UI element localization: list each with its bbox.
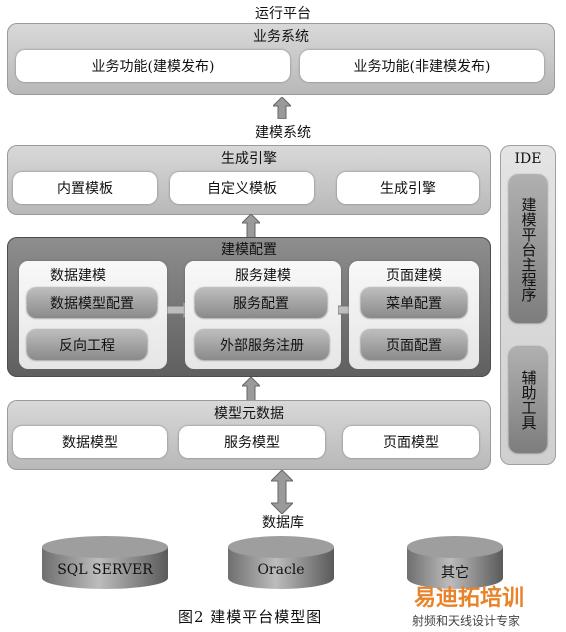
up-arrow-icon xyxy=(242,214,260,240)
service-config-box: 服务配置 xyxy=(195,288,327,318)
custom-template-box: 自定义模板 xyxy=(170,172,314,204)
modeling-platform-main-program-box: 建模平台主程序 xyxy=(509,175,547,323)
up-arrow-icon xyxy=(273,97,291,119)
modeling-config-panel: 建模配置 数据建模 数据模型配置 反向工程 服务建模 服务配置 外部服务注册 页… xyxy=(7,237,491,377)
business-function-non-modeling-box: 业务功能(非建模发布) xyxy=(300,50,544,82)
business-function-modeling-box: 业务功能(建模发布) xyxy=(16,50,290,82)
database-cylinder-icon xyxy=(42,536,168,589)
service-modeling-title: 服务建模 xyxy=(235,268,291,284)
data-model-box: 数据模型 xyxy=(13,426,167,458)
business-system-panel: 业务系统 业务功能(建模发布) 业务功能(非建模发布) xyxy=(7,23,555,95)
external-service-registration-box: 外部服务注册 xyxy=(195,330,329,360)
model-metadata-title: 模型元数据 xyxy=(214,406,284,422)
data-model-config-box: 数据模型配置 xyxy=(27,288,157,318)
business-system-title: 业务系统 xyxy=(253,29,309,45)
watermark-brand: 易迪拓培训 xyxy=(414,586,525,611)
page-modeling-title: 页面建模 xyxy=(386,268,442,284)
watermark-slogan: 射频和天线设计专家 xyxy=(412,614,521,628)
page-modeling-group: 页面建模 菜单配置 页面配置 xyxy=(349,261,479,369)
data-modeling-title: 数据建模 xyxy=(50,268,106,284)
oracle-label: Oracle xyxy=(257,562,305,578)
page-config-box: 页面配置 xyxy=(361,330,467,360)
data-modeling-group: 数据建模 数据模型配置 反向工程 xyxy=(19,261,167,369)
ide-panel: IDE 建模平台主程序 辅助工具 xyxy=(500,145,556,465)
reverse-engineering-box: 反向工程 xyxy=(27,330,147,360)
other-db-label: 其它 xyxy=(441,565,469,581)
builtin-template-box: 内置模板 xyxy=(13,172,157,204)
database-cylinder-icon xyxy=(228,536,334,589)
service-modeling-group: 服务建模 服务配置 外部服务注册 xyxy=(185,261,341,369)
modeling-config-title: 建模配置 xyxy=(221,242,277,258)
sql-server-cylinder: SQL SERVER xyxy=(40,535,170,590)
generation-engine-box: 生成引擎 xyxy=(337,172,479,204)
service-model-box: 服务模型 xyxy=(179,426,325,458)
sql-server-label: SQL SERVER xyxy=(57,562,153,578)
page-model-box: 页面模型 xyxy=(343,426,479,458)
database-cylinder-icon xyxy=(407,536,503,589)
model-metadata-panel: 模型元数据 数据模型 服务模型 页面模型 xyxy=(7,400,491,470)
modeling-system-title: 建模系统 xyxy=(255,125,311,141)
up-arrow-icon xyxy=(242,377,260,403)
figure-caption: 图2 建模平台模型图 xyxy=(178,608,323,626)
ide-title: IDE xyxy=(514,151,542,167)
runtime-platform-title: 运行平台 xyxy=(255,6,311,22)
auxiliary-tools-box: 辅助工具 xyxy=(509,347,547,453)
generation-engine-panel: 生成引擎 内置模板 自定义模板 生成引擎 xyxy=(7,145,491,215)
database-title: 数据库 xyxy=(262,515,304,531)
bidirectional-arrow-icon xyxy=(271,470,293,514)
oracle-cylinder: Oracle xyxy=(226,535,336,590)
other-db-cylinder: 其它 xyxy=(405,535,505,590)
generation-engine-title: 生成引擎 xyxy=(221,151,277,167)
menu-config-box: 菜单配置 xyxy=(361,288,467,318)
